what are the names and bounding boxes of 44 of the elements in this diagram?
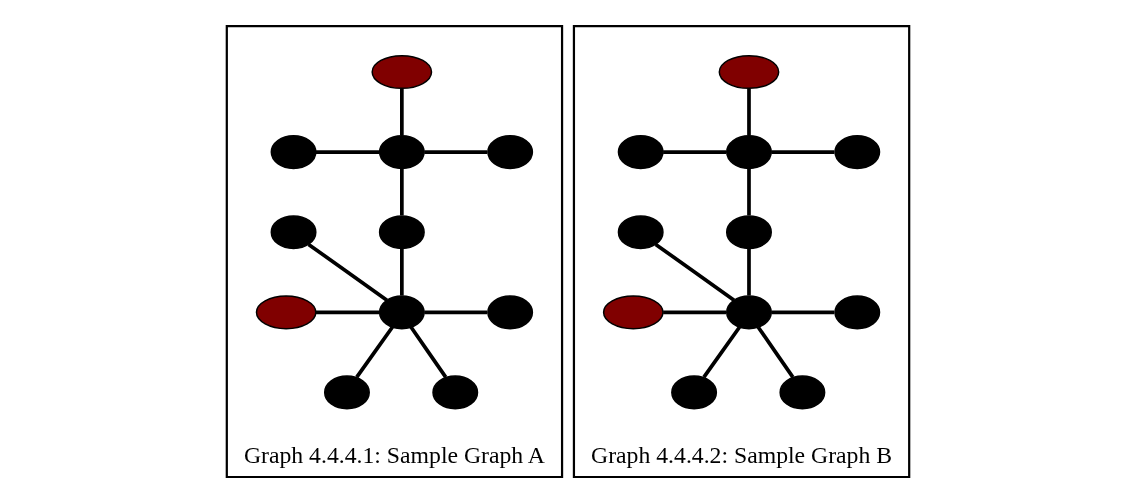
node-ellipse	[617, 215, 664, 250]
connector	[654, 242, 735, 302]
node-ellipse	[718, 54, 779, 90]
node-ellipse	[617, 135, 664, 170]
node-ellipse	[270, 135, 317, 170]
connector	[662, 150, 726, 154]
connector	[354, 326, 394, 379]
node-ellipse	[370, 54, 432, 90]
connector	[315, 310, 379, 315]
connector	[770, 310, 834, 315]
node-ellipse	[725, 215, 772, 250]
cluster: Graph 4.4.4.2: Sample Graph B	[572, 24, 910, 479]
connector	[315, 150, 379, 154]
node-ellipse	[431, 375, 478, 410]
connector	[770, 150, 834, 154]
node-ellipse	[833, 295, 880, 330]
node-ellipse	[378, 295, 425, 330]
node-ellipse	[725, 135, 772, 170]
node-ellipse	[255, 295, 317, 330]
node-ellipse	[378, 215, 425, 250]
connector	[423, 310, 487, 315]
cluster: Graph 4.4.4.1: Sample Graph A	[225, 24, 563, 479]
node-ellipse	[486, 135, 533, 170]
node-ellipse	[602, 295, 664, 330]
connector	[701, 326, 741, 379]
connector	[409, 326, 447, 379]
connector	[756, 326, 794, 379]
connector	[662, 310, 726, 315]
node-ellipse	[270, 215, 317, 250]
connector	[746, 168, 751, 216]
connector	[399, 168, 404, 216]
node-ellipse	[778, 375, 825, 410]
connector	[746, 88, 751, 136]
connector	[423, 150, 487, 154]
node-ellipse	[670, 375, 717, 410]
node-ellipse	[486, 295, 533, 330]
connector	[746, 248, 751, 296]
node-ellipse	[725, 295, 772, 330]
connector	[399, 248, 404, 296]
connector	[399, 88, 404, 136]
connector	[307, 242, 388, 302]
node-ellipse	[833, 135, 880, 170]
node-ellipse	[323, 375, 370, 410]
node-ellipse	[378, 135, 425, 170]
